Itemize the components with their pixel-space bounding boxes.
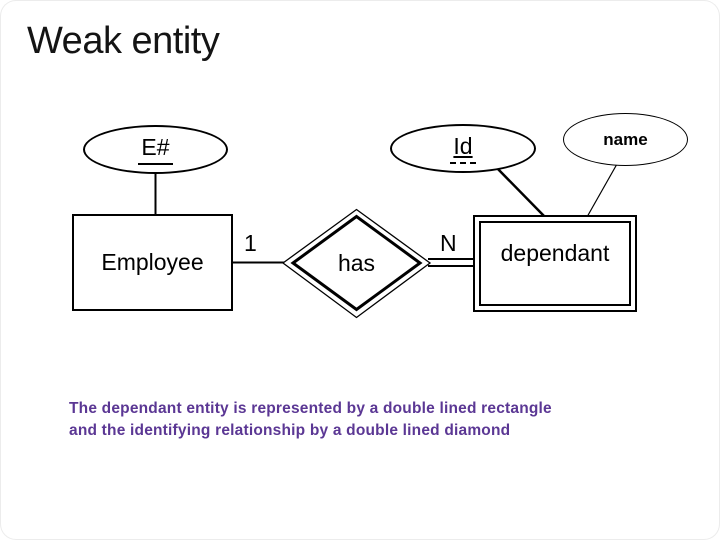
- caption-line-1: The dependant entity is represented by a…: [69, 400, 552, 417]
- entity-employee-label: Employee: [101, 249, 204, 275]
- slide-title: Weak entity: [27, 20, 220, 62]
- cardinality-n-label: N: [440, 230, 457, 256]
- attribute-ellipse-id: Id: [390, 124, 536, 173]
- attribute-name-label: name: [603, 129, 648, 149]
- entity-dependant-label: dependant: [500, 240, 610, 266]
- relationship-has-label: has: [337, 250, 376, 276]
- connector-name-dependant: [586, 163, 618, 218]
- attribute-ellipse-name: name: [563, 113, 688, 166]
- cardinality-1-label: 1: [244, 230, 257, 256]
- attribute-id-label: Id: [450, 133, 476, 164]
- weak-entity-dependant-rect: dependant: [473, 215, 637, 312]
- connector-id-dependant: [494, 165, 546, 218]
- caption-line-2: and the identifying relationship by a do…: [69, 422, 511, 439]
- attribute-ellipse-enum: E#: [83, 125, 228, 174]
- attribute-enum-label: E#: [138, 134, 173, 165]
- weak-entity-dependant-inner-rect: dependant: [479, 221, 631, 306]
- slide-caption: The dependant entity is represented by a…: [69, 398, 552, 442]
- entity-employee-rect: Employee: [72, 214, 233, 311]
- has-diamond-inner: [290, 214, 423, 312]
